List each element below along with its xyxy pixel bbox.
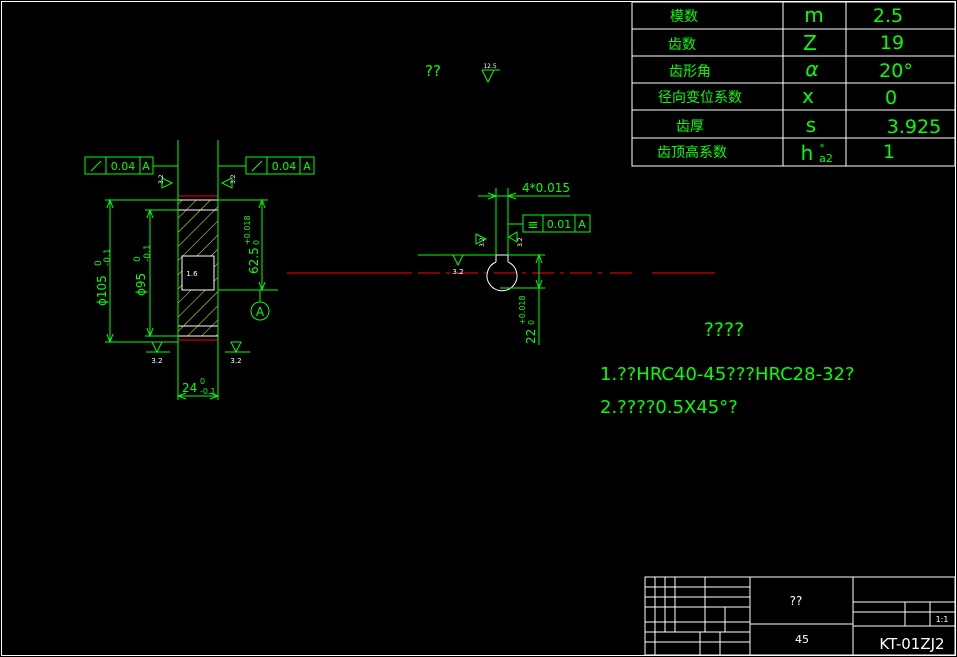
table-symbol-5-sup: * bbox=[820, 143, 825, 153]
bore-tol-lower: 0 bbox=[527, 320, 536, 325]
table-symbol-2: α bbox=[805, 57, 818, 81]
width-dim: 24 bbox=[182, 381, 197, 395]
table-name-4: 齿厚 bbox=[676, 119, 704, 135]
roughness-bottom-left: 3.2 bbox=[146, 341, 170, 365]
roughness-mark-4: 3.2 bbox=[230, 357, 241, 365]
table-symbol-0: m bbox=[804, 3, 823, 27]
tolerance-frame-left: 0.04 A bbox=[84, 156, 178, 189]
roughness-bottom-right: 3.2 bbox=[225, 341, 250, 365]
bore-tol-upper: +0.018 bbox=[518, 295, 527, 325]
notes-line-1: 1.??HRC40-45???HRC28-32? bbox=[600, 364, 855, 385]
table-name-2: 齿形角 bbox=[669, 64, 711, 80]
technical-notes: ???? 1.??HRC40-45???HRC28-32? 2.????0.5X… bbox=[600, 319, 855, 418]
table-name-5: 齿顶高系数 bbox=[657, 144, 727, 161]
title-block: ?? 45 1:1 KT-01ZJ2 bbox=[644, 576, 956, 656]
tolerance-left-datum: A bbox=[142, 160, 150, 173]
roughness-mark-bore: 1.6 bbox=[186, 270, 198, 278]
table-name-0: 模数 bbox=[670, 9, 698, 25]
gear-parameter-table: 模数 m 2.5 齿数 Z 19 齿形角 α 20° 径向变位系数 x 0 齿厚… bbox=[631, 1, 956, 167]
notes-line-2: 2.????0.5X45°? bbox=[600, 397, 738, 418]
datum-a-label: A bbox=[256, 305, 265, 319]
outer-tol-upper: 0 bbox=[94, 260, 104, 266]
outer-tol-lower: -0.1 bbox=[103, 248, 113, 266]
key-tolerance-symbol: ≡ bbox=[528, 218, 539, 233]
height-tol-upper: +0.018 bbox=[243, 215, 252, 245]
table-symbol-3: x bbox=[802, 84, 814, 108]
general-roughness-note: ?? 12.5 bbox=[425, 62, 500, 84]
title-material: 45 bbox=[795, 633, 809, 646]
keyway-width: 4*0.015 bbox=[522, 181, 570, 195]
roughness-note-value: 12.5 bbox=[483, 63, 497, 70]
roughness-mark-3: 3.2 bbox=[151, 357, 162, 365]
roughness-mark-1: 3.2 bbox=[158, 174, 165, 184]
table-symbol-5: h bbox=[801, 141, 814, 165]
root-tol-upper: 0 bbox=[133, 256, 143, 262]
tolerance-frame-right: 0.04 A bbox=[218, 156, 315, 189]
root-tol-lower: -0.1 bbox=[143, 244, 153, 262]
roughness-mark-6: 3.2 bbox=[517, 237, 524, 247]
title-scale: 1:1 bbox=[936, 615, 949, 624]
table-name-1: 齿数 bbox=[668, 37, 696, 53]
roughness-keyway-left: 3.2 bbox=[418, 254, 496, 276]
roughness-mark-7: 3.2 bbox=[452, 268, 463, 276]
table-value-0: 2.5 bbox=[873, 5, 903, 27]
table-symbol-1: Z bbox=[803, 31, 817, 55]
table-symbol-4: s bbox=[806, 113, 816, 137]
tolerance-right-value: 0.04 bbox=[272, 160, 297, 173]
table-value-4: 3.925 bbox=[887, 116, 941, 138]
centerlines bbox=[178, 195, 715, 341]
bore-keyway-view: 4*0.015 ≡ 0.01 A 3.2 3.2 3.2 22 +0.018 0 bbox=[418, 181, 591, 345]
key-tolerance-value: 0.01 bbox=[547, 218, 572, 231]
table-symbol-5-sub: a2 bbox=[819, 152, 833, 165]
height-tol-lower: 0 bbox=[252, 240, 261, 245]
table-value-3: 0 bbox=[885, 87, 897, 109]
gear-section-view: 0.04 A 0.04 A 3.2 3.2 3.2 3.2 bbox=[84, 140, 315, 400]
table-value-2: 20° bbox=[879, 60, 913, 82]
notes-title: ???? bbox=[704, 319, 744, 341]
tolerance-left-value: 0.04 bbox=[111, 160, 136, 173]
table-value-1: 19 bbox=[880, 32, 904, 54]
height-dim: 62.5 bbox=[247, 247, 261, 274]
roughness-mark-2: 3.2 bbox=[230, 174, 237, 184]
width-tol-lower: -0.1 bbox=[200, 387, 216, 396]
key-tolerance-datum: A bbox=[578, 218, 586, 231]
width-tol-upper: 0 bbox=[200, 377, 205, 386]
bore-dim: 22 bbox=[524, 329, 538, 344]
title-drawing-number: KT-01ZJ2 bbox=[879, 635, 944, 653]
roughness-mark-5: 3.2 bbox=[479, 237, 486, 247]
tolerance-frame-key: ≡ 0.01 A bbox=[508, 214, 591, 243]
outer-diameter: ϕ105 bbox=[95, 275, 109, 306]
title-part-name: ?? bbox=[790, 594, 803, 608]
table-value-5: 1 bbox=[883, 141, 895, 163]
root-diameter: ϕ95 bbox=[134, 273, 148, 296]
table-name-3: 径向变位系数 bbox=[658, 90, 742, 106]
tolerance-right-datum: A bbox=[303, 160, 311, 173]
roughness-note-label: ?? bbox=[425, 62, 441, 80]
